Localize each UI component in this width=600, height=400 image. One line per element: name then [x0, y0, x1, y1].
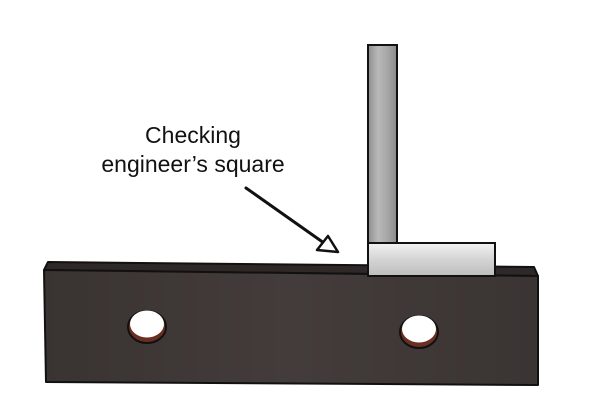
- engineers-square: [367, 44, 496, 277]
- annotation-label: Checking engineer’s square: [101, 122, 284, 177]
- annotation-line-1: Checking: [145, 122, 241, 148]
- square-stock: [367, 242, 496, 277]
- hole-right: [399, 315, 439, 349]
- hole-left: [127, 310, 167, 344]
- work-block: [43, 261, 539, 386]
- arrow-icon: [244, 186, 340, 254]
- square-blade: [367, 44, 398, 274]
- annotation-line-2: engineer’s square: [101, 151, 284, 177]
- work-block-front-face: [43, 269, 539, 386]
